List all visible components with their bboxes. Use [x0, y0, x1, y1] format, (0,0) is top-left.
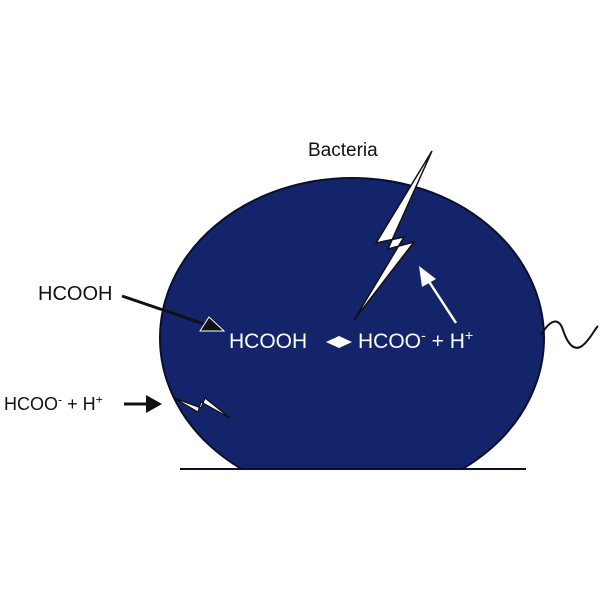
equilibrium-arrow-icon [326, 336, 352, 348]
inside-ion-base: HCOO [358, 330, 421, 353]
outside-ion-charge: - [58, 392, 63, 407]
proton-arrow [419, 266, 458, 324]
influx-arrow [121, 294, 226, 332]
inside-acid-label: HCOOH [229, 330, 308, 353]
small-lightning-bolt-icon [173, 397, 231, 419]
outside-proton-charge: + [95, 392, 103, 407]
lightning-bolt-icon [353, 150, 433, 321]
outside-ion-base: HCOO [4, 394, 58, 414]
outside-ion-label: HCOO- + H+ [4, 392, 103, 414]
bacterium-cell [159, 177, 545, 469]
outside-acid-label: HCOOH [38, 283, 113, 305]
inside-ion-label: HCOO- + H+ [358, 328, 474, 353]
diagram-title: Bacteria [308, 140, 378, 161]
outside-ion-proton: + H [67, 394, 96, 414]
inside-proton-charge: + [464, 328, 474, 345]
flagellum-icon [540, 320, 599, 349]
ion-arrow [124, 395, 162, 413]
inside-ion-proton: + H [431, 330, 465, 353]
inside-ion-charge: - [421, 328, 426, 345]
